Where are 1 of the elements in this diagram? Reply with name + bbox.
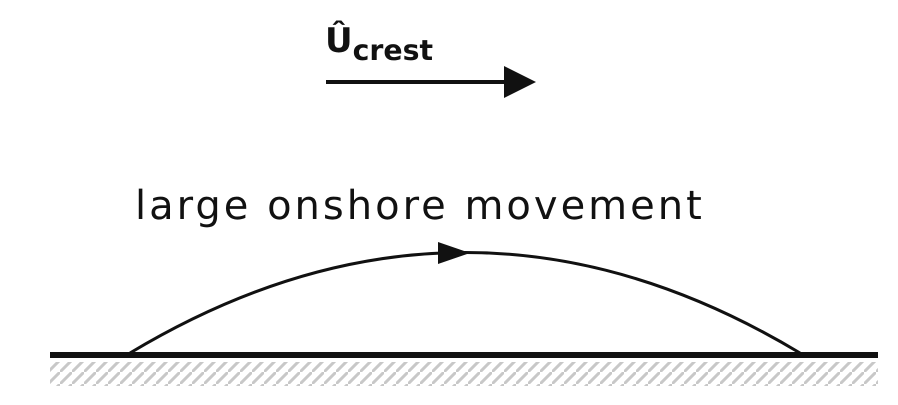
movement-label: large onshore movement xyxy=(135,186,705,226)
